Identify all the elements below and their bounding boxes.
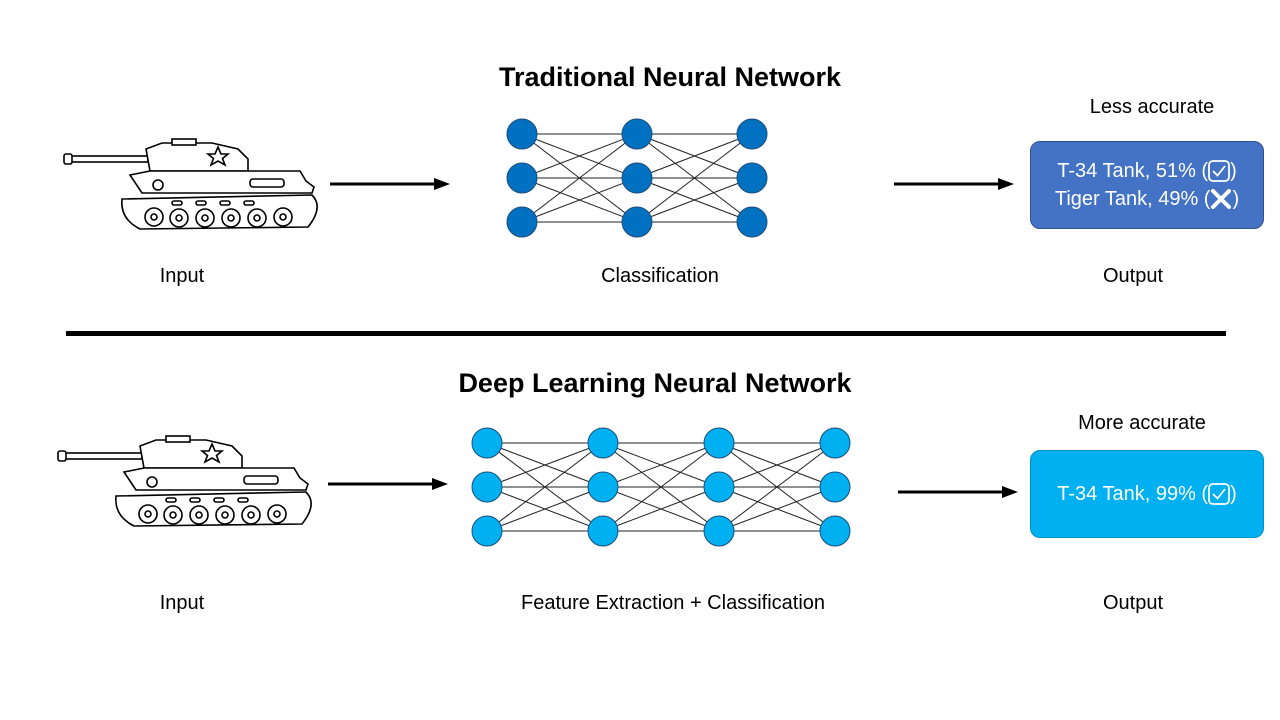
bottom-network-edge xyxy=(602,442,720,488)
bottom-output-label: Output xyxy=(1102,592,1164,614)
top-network-node xyxy=(621,206,653,238)
top-network-node xyxy=(621,118,653,150)
top-network-node xyxy=(621,162,653,194)
bottom-network-node xyxy=(703,515,735,547)
tank-image-top xyxy=(63,138,318,230)
top-process-label: Classification xyxy=(601,265,719,287)
arrow-input-to-network-top xyxy=(330,178,450,190)
bottom-network-node xyxy=(819,515,851,547)
top-result-2-close: ) xyxy=(1232,188,1240,210)
bottom-network-edge xyxy=(718,486,836,532)
bottom-network-node xyxy=(819,471,851,503)
bottom-network-edge xyxy=(602,486,720,532)
bottom-network-edge xyxy=(718,442,836,488)
bottom-accuracy-note: More accurate xyxy=(1078,412,1206,434)
tank-image-bottom xyxy=(57,435,312,527)
bottom-network-node xyxy=(819,427,851,459)
top-result-1-close: ) xyxy=(1230,160,1237,182)
section-divider xyxy=(66,331,1226,336)
top-accuracy-note: Less accurate xyxy=(1089,96,1215,118)
bottom-network-node xyxy=(587,427,619,459)
top-section-title: Traditional Neural Network xyxy=(498,62,842,92)
bottom-network-edge xyxy=(486,442,604,488)
top-network-node xyxy=(736,162,768,194)
neural-network-bottom xyxy=(471,427,851,547)
top-result-line-1: T-34 Tank, 51% ( ) xyxy=(1057,157,1237,185)
top-network-edge xyxy=(636,133,753,179)
top-result-line-2: Tiger Tank, 49% ( ) xyxy=(1055,185,1239,213)
bottom-input-label: Input xyxy=(159,592,205,614)
bottom-result-line-1: T-34 Tank, 99% ( ) xyxy=(1057,480,1237,508)
top-network-node xyxy=(506,118,538,150)
bottom-section-title: Deep Learning Neural Network xyxy=(458,368,852,398)
bottom-network-edge xyxy=(602,442,720,532)
cross-icon xyxy=(1210,188,1232,210)
top-output-box: T-34 Tank, 51% ( ) Tiger Tank, 49% ( ) xyxy=(1030,141,1264,229)
bottom-process-label: Feature Extraction + Classification xyxy=(520,592,826,614)
top-result-2-text: Tiger Tank, 49% ( xyxy=(1054,188,1211,210)
top-result-1-text: T-34 Tank, 51% ( xyxy=(1057,160,1209,182)
top-network-edge xyxy=(521,133,638,223)
top-input-label: Input xyxy=(159,265,205,287)
bottom-network-node xyxy=(471,471,503,503)
bottom-network-edge xyxy=(486,442,604,532)
top-network-node xyxy=(506,206,538,238)
bottom-network-edge xyxy=(718,442,836,532)
top-output-label: Output xyxy=(1102,265,1164,287)
top-network-node xyxy=(736,206,768,238)
top-network-edge xyxy=(521,133,638,179)
bottom-network-edge xyxy=(486,486,604,532)
bottom-output-box: T-34 Tank, 99% ( ) xyxy=(1030,450,1264,538)
bottom-network-node xyxy=(471,427,503,459)
top-network-node xyxy=(506,162,538,194)
arrow-network-to-output-bottom xyxy=(898,486,1018,498)
neural-network-top xyxy=(506,118,768,238)
check-icon xyxy=(1208,160,1230,182)
arrow-input-to-network-bottom xyxy=(328,478,448,490)
top-network-edge xyxy=(521,177,638,223)
check-icon xyxy=(1208,483,1230,505)
arrow-network-to-output-top xyxy=(894,178,1014,190)
bottom-network-node xyxy=(587,471,619,503)
top-network-edge xyxy=(636,177,753,223)
top-network-node xyxy=(736,118,768,150)
bottom-network-node xyxy=(587,515,619,547)
bottom-result-1-close: ) xyxy=(1230,483,1237,505)
bottom-network-node xyxy=(703,427,735,459)
bottom-network-node xyxy=(703,471,735,503)
bottom-result-1-text: T-34 Tank, 99% ( xyxy=(1057,483,1209,505)
bottom-network-node xyxy=(471,515,503,547)
top-network-edge xyxy=(636,133,753,223)
